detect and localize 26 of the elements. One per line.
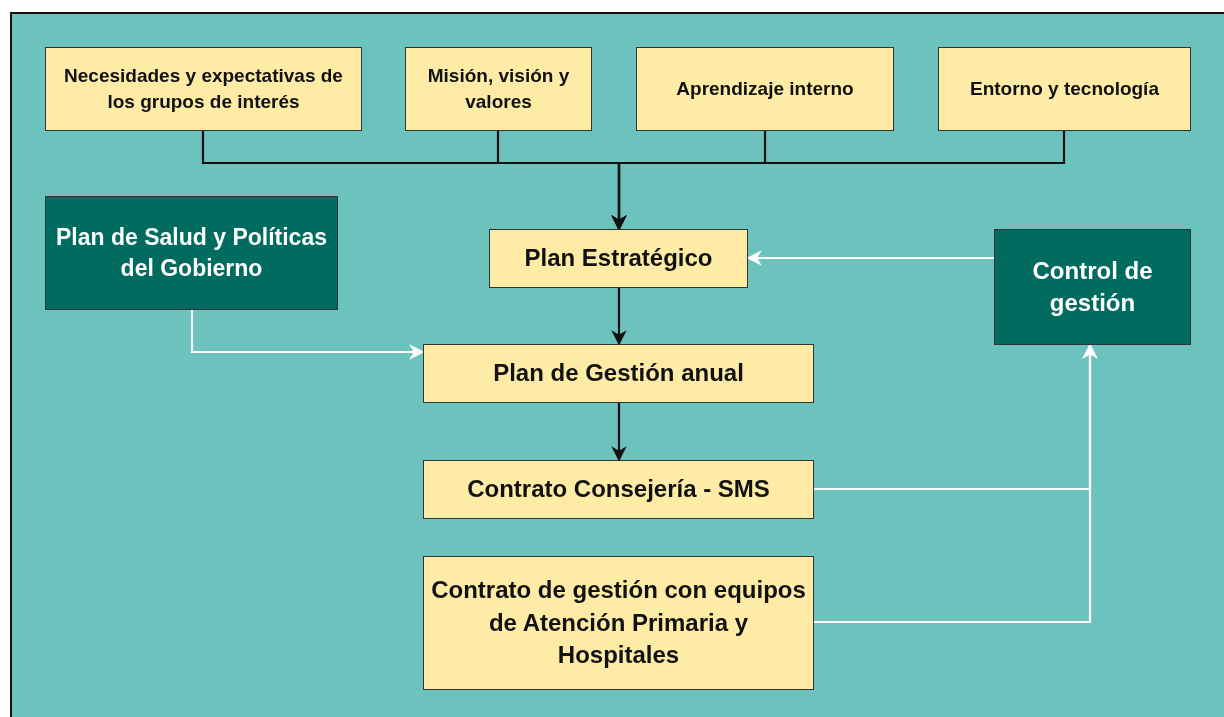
box-label: Control de gestión [1031, 255, 1154, 318]
box-label: Entorno y tecnología [970, 77, 1159, 102]
process-box [636, 47, 894, 131]
box-label: Contrato de gestión con equipos de Atención Primaria y Hospitales [430, 575, 807, 671]
box-label: Plan de Gestión anual [493, 358, 744, 389]
arrow [190, 310, 425, 360]
arrow [611, 288, 627, 346]
arrow [611, 403, 627, 462]
box-label: Aprendizaje interno [676, 77, 854, 102]
arrow [611, 131, 1066, 231]
process-box [938, 47, 1191, 131]
box-label: Plan de Salud y Políticas del Gobierno [55, 222, 328, 283]
process-box [405, 47, 592, 131]
process-box [45, 47, 362, 131]
process-box [423, 460, 814, 519]
process-box [489, 229, 748, 288]
box-label: Misión, visión y valores [426, 64, 571, 114]
process-box [423, 556, 814, 690]
box-label: Necesidades y expectativas de los grupos de interés [63, 64, 344, 114]
process-box [423, 344, 814, 403]
process-box [994, 229, 1191, 345]
process-box [45, 196, 338, 310]
arrow [746, 250, 994, 266]
box-label: Contrato Consejería - SMS [467, 474, 770, 505]
arrow [814, 343, 1098, 624]
box-label: Plan Estratégico [524, 243, 713, 274]
